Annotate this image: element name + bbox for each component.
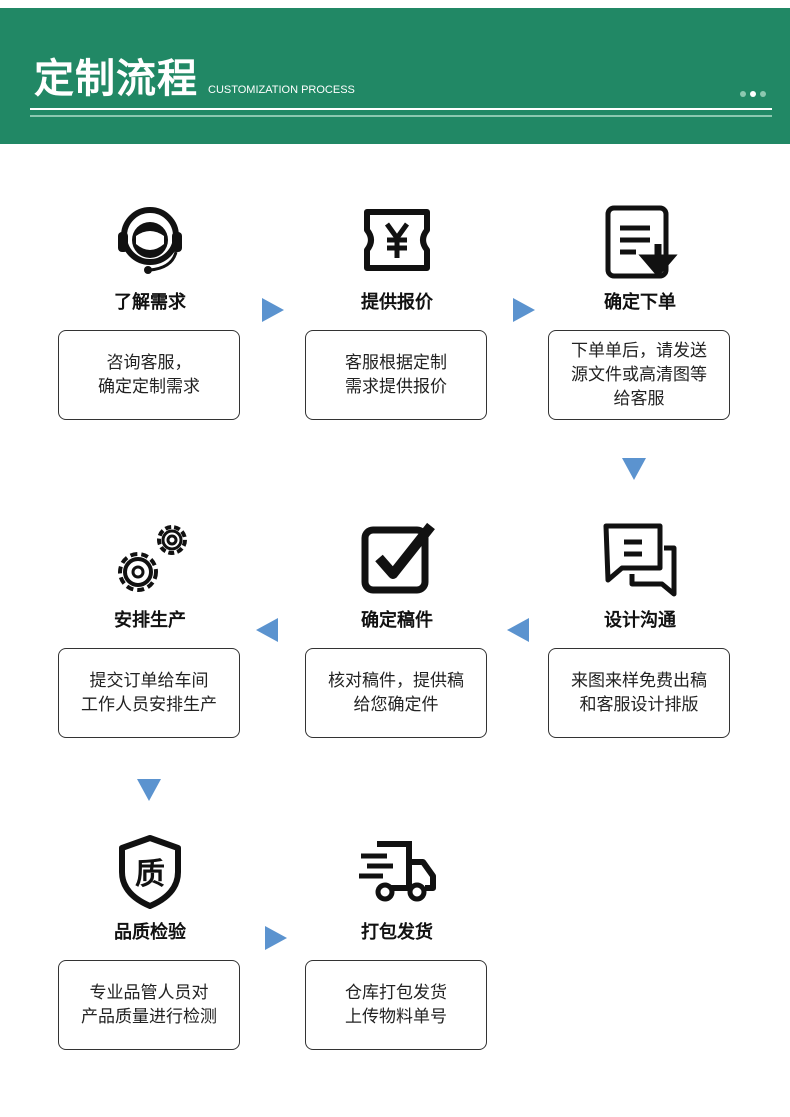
svg-text:质: 质	[135, 857, 165, 892]
arrow-right-icon	[262, 298, 284, 322]
step-title: 确定稿件	[361, 610, 433, 631]
arrow-left-icon	[507, 618, 529, 642]
step-title: 品质检验	[114, 922, 186, 943]
step-description: 提交订单给车间 工作人员安排生产	[58, 648, 240, 738]
step-title: 安排生产	[114, 610, 186, 631]
arrow-down-icon	[622, 458, 646, 480]
checkbox-icon	[361, 522, 435, 594]
arrow-right-icon	[265, 926, 287, 950]
step-description: 核对稿件，提供稿 给您确定件	[305, 648, 487, 738]
quality-shield-icon: 质	[119, 835, 181, 909]
step-title: 提供报价	[361, 292, 433, 313]
chat-icon	[603, 523, 677, 597]
header-banner: 定制流程 CUSTOMIZATION PROCESS	[0, 8, 790, 144]
step-description: 专业品管人员对 产品质量进行检测	[58, 960, 240, 1050]
step-title: 打包发货	[361, 922, 433, 943]
divider	[30, 108, 772, 110]
page-title: 定制流程	[34, 56, 198, 102]
step-description: 咨询客服， 确定定制需求	[58, 330, 240, 420]
step-title: 设计沟通	[604, 610, 676, 631]
step-description: 客服根据定制 需求提供报价	[305, 330, 487, 420]
step-description: 来图来样免费出稿 和客服设计排版	[548, 648, 730, 738]
dots-decoration	[740, 91, 766, 97]
document-download-icon	[605, 205, 678, 279]
delivery-truck-icon	[359, 841, 436, 902]
step-description: 仓库打包发货 上传物料单号	[305, 960, 487, 1050]
price-ticket-icon	[364, 209, 430, 271]
page-subtitle: CUSTOMIZATION PROCESS	[208, 84, 355, 96]
arrow-left-icon	[256, 618, 278, 642]
divider	[30, 115, 772, 117]
gears-icon	[118, 525, 187, 592]
step-title: 确定下单	[604, 292, 676, 313]
arrow-down-icon	[137, 779, 161, 801]
arrow-right-icon	[513, 298, 535, 322]
step-title: 了解需求	[114, 292, 186, 313]
headset-icon	[118, 207, 182, 274]
step-description: 下单单后，请发送 源文件或高清图等 给客服	[548, 330, 730, 420]
